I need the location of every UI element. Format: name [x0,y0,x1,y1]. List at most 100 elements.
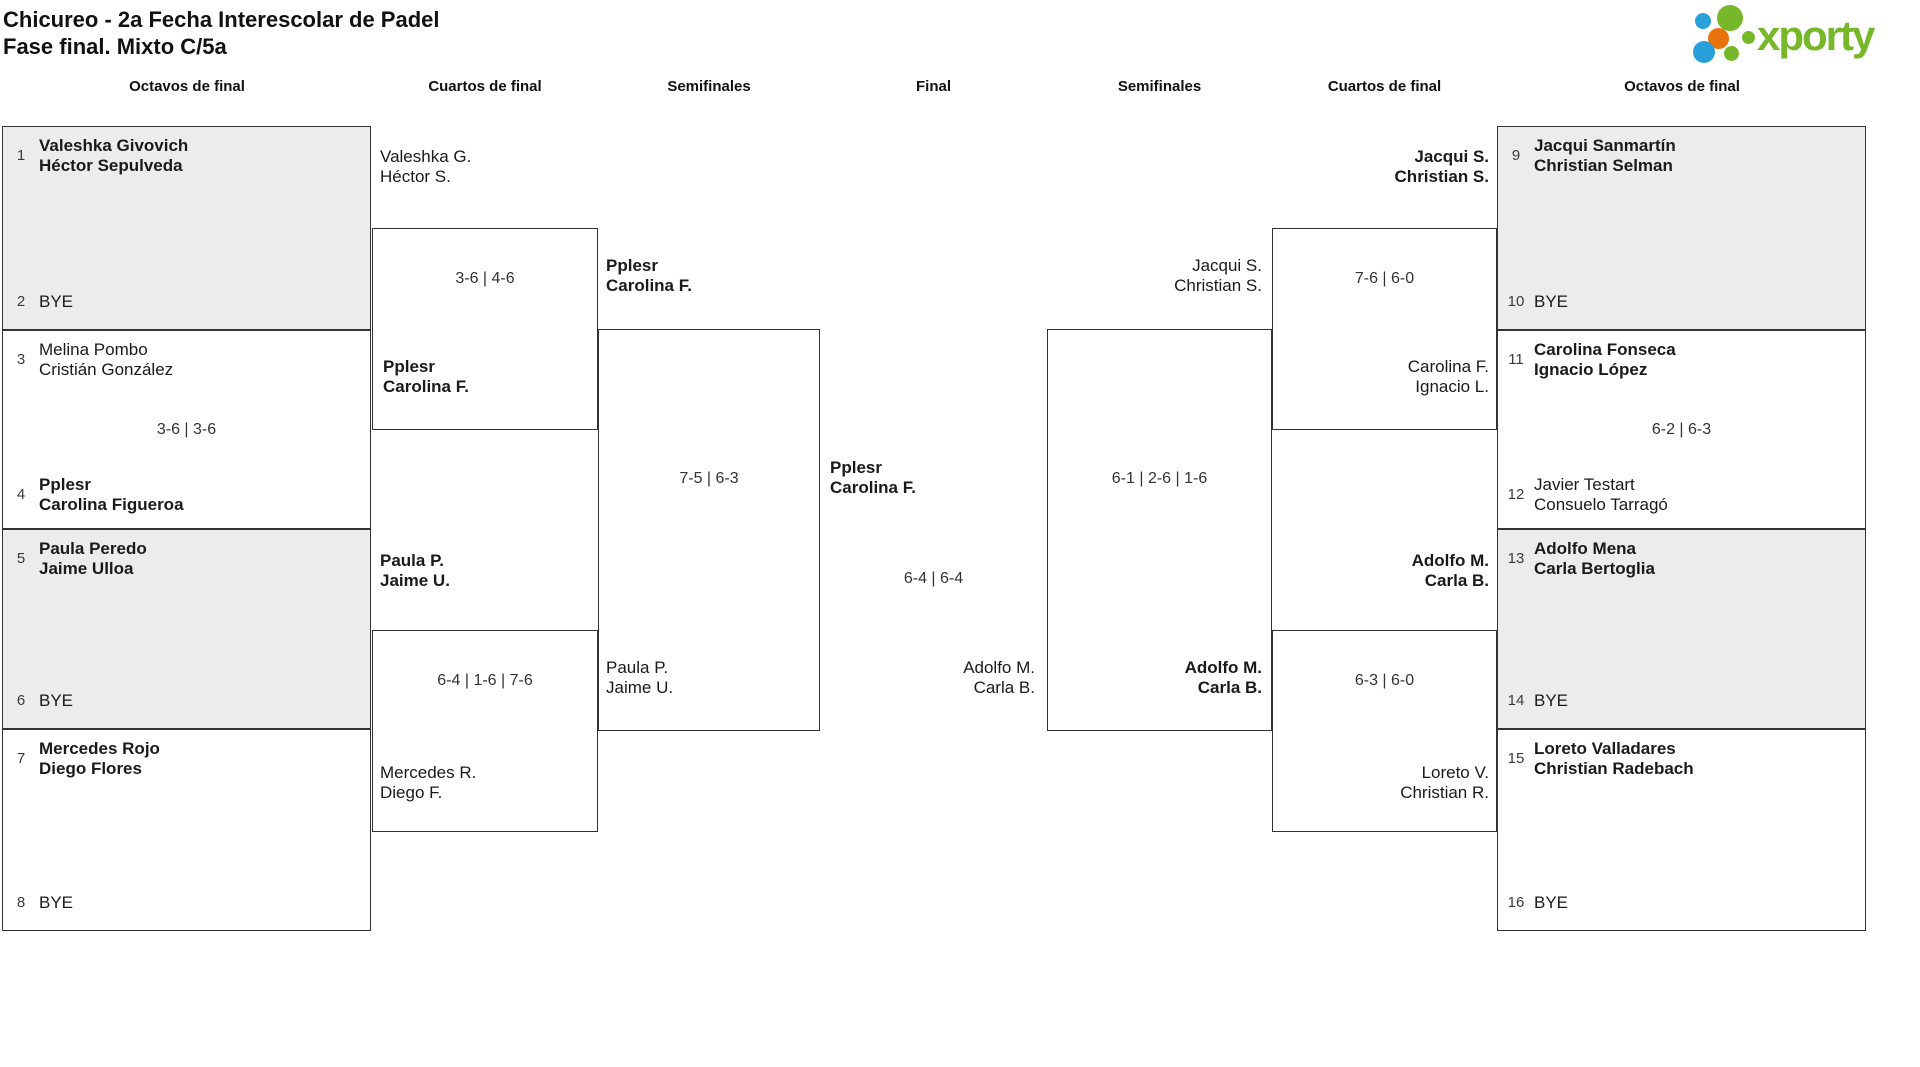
match-score: 6-1 | 2-6 | 1-6 [1111,470,1208,487]
match-box-octavos-1-2: 1 Valeshka Givovich Héctor Sepulveda 2 B… [2,126,371,330]
logo-dot-blue-large-icon [1693,41,1715,63]
match-box-octavos-13-14: 13 Adolfo Mena Carla Bertoglia 14 BYE [1497,529,1866,729]
team-names: BYE [1534,892,1569,912]
tournament-title: Chicureo - 2a Fecha Interescolar de Pade… [3,7,440,32]
team-names: BYE [39,291,74,311]
match-score: 7-5 | 6-3 [679,470,739,487]
page-title: Chicureo - 2a Fecha Interescolar de Pade… [3,6,440,60]
team-names: Paula Peredo Jaime Ulloa [39,539,147,578]
seed-number: 1 [16,147,26,164]
round-header-semis-left: Semifinales [667,78,751,95]
match-score: 7-6 | 6-0 [1354,270,1415,287]
team-names: BYE [39,892,74,912]
round-header-cuartos-right: Cuartos de final [1327,78,1442,95]
bracket-connector-cuartos-left-1 [372,228,598,430]
team-row: 9 Jacqui Sanmartín Christian Selman [1507,136,1859,175]
seed-number: 14 [1507,691,1525,709]
team-names: Javier Testart Consuelo Tarragó [1534,475,1668,514]
logo-dot-green-large-icon [1717,5,1743,31]
seed-number: 3 [16,351,26,368]
team-row: 14 BYE [1507,691,1568,711]
team-names: Valeshka Givovich Héctor Sepulveda [39,136,189,175]
match-box-octavos-11-12: 11 Carolina Fonseca Ignacio López 6-2 | … [1497,330,1866,529]
seed-number: 10 [1507,292,1525,310]
team-names: BYE [39,690,74,710]
logo-dot-green-bottom-icon [1724,46,1739,61]
round-header-octavos-right: Octavos de final [1624,78,1740,95]
match-box-octavos-15-16: 15 Loreto Valladares Christian Radebach … [1497,729,1866,931]
seed-number: 6 [16,691,26,709]
match-score: 6-4 | 1-6 | 7-6 [437,672,533,689]
team-row: 1 Valeshka Givovich Héctor Sepulveda [12,136,364,175]
round-header-semis-right: Semifinales [1117,78,1202,95]
team-label: Jacqui S. Christian S. [1394,147,1489,186]
team-row: 2 BYE [12,292,73,312]
team-names: Pplesr Carolina Figueroa [39,475,184,514]
match-box-octavos-7-8: 7 Mercedes Rojo Diego Flores 8 BYE [2,729,371,931]
seed-number: 9 [1511,147,1521,164]
match-score: 6-2 | 6-3 [1651,420,1712,438]
team-row: 7 Mercedes Rojo Diego Flores [12,739,364,778]
team-row: 5 Paula Peredo Jaime Ulloa [12,539,364,578]
seed-number: 12 [1507,486,1525,503]
team-label: Adolfo M. Carla B. [1411,551,1489,590]
team-names: Mercedes Rojo Diego Flores [39,739,160,778]
team-row: 3 Melina Pombo Cristián González [12,340,364,379]
round-header-octavos-left: Octavos de final [129,78,245,95]
runner-up-label: Adolfo M. Carla B. [963,658,1035,697]
match-score: 6-3 | 6-0 [1354,672,1415,689]
team-row: 11 Carolina Fonseca Ignacio López [1507,340,1859,379]
phase-subtitle: Fase final. Mixto C/5a [3,34,227,59]
xporty-logo[interactable]: xporty [1685,4,1910,66]
team-label: Loreto V. Christian R. [1400,763,1489,802]
seed-number: 13 [1507,550,1525,567]
team-label: Pplesr Carolina F. [606,256,692,295]
team-label: Valeshka G. Héctor S. [380,147,472,186]
team-label: Mercedes R. Diego F. [380,763,477,802]
champion-label: Pplesr Carolina F. [830,458,916,497]
team-names: BYE [1534,690,1569,710]
seed-number: 2 [16,292,26,310]
seed-number: 11 [1508,351,1524,368]
match-box-octavos-3-4: 3 Melina Pombo Cristián González 3-6 | 3… [2,330,371,529]
team-label: Paula P. Jaime U. [606,658,674,697]
logo-dot-orange-icon [1708,28,1729,49]
final-score: 6-4 | 6-4 [903,570,964,587]
team-row: 12 Javier Testart Consuelo Tarragó [1507,475,1668,514]
team-names: Adolfo Mena Carla Bertoglia [1534,539,1655,578]
seed-number: 15 [1507,750,1525,767]
team-names: Loreto Valladares Christian Radebach [1534,739,1694,778]
team-names: Jacqui Sanmartín Christian Selman [1534,136,1676,175]
match-box-octavos-9-10: 9 Jacqui Sanmartín Christian Selman 10 B… [1497,126,1866,330]
team-row: 4 Pplesr Carolina Figueroa [12,475,184,514]
team-label: Paula P. Jaime U. [380,551,450,590]
team-row: 15 Loreto Valladares Christian Radebach [1507,739,1859,778]
team-names: Melina Pombo Cristián González [39,340,174,379]
round-header-final: Final [915,78,951,95]
match-score: 3-6 | 4-6 [455,270,515,287]
team-row: 6 BYE [12,691,73,711]
team-label: Adolfo M. Carla B. [1184,658,1262,697]
team-names: BYE [1534,291,1569,311]
match-score: 3-6 | 3-6 [156,420,217,438]
logo-dot-blue-small-icon [1695,13,1711,29]
bracket-connector-cuartos-right-1 [1272,228,1497,430]
team-row: 16 BYE [1507,893,1568,913]
seed-number: 7 [16,750,26,767]
team-row: 13 Adolfo Mena Carla Bertoglia [1507,539,1859,578]
seed-number: 5 [16,550,26,567]
team-row: 10 BYE [1507,292,1568,312]
bracket-connector-semifinal-right [1047,329,1272,731]
seed-number: 16 [1507,893,1525,911]
logo-dot-green-right-icon [1742,31,1755,44]
seed-number: 4 [16,486,26,503]
match-box-octavos-5-6: 5 Paula Peredo Jaime Ulloa 6 BYE [2,529,371,729]
team-row: 8 BYE [12,893,73,913]
seed-number: 8 [16,893,26,911]
bracket-connector-semifinal-left [598,329,820,731]
round-header-cuartos-left: Cuartos de final [428,78,542,95]
team-label: Pplesr Carolina F. [383,357,469,396]
logo-wordmark: xporty [1757,12,1875,59]
team-names: Carolina Fonseca Ignacio López [1534,340,1676,379]
